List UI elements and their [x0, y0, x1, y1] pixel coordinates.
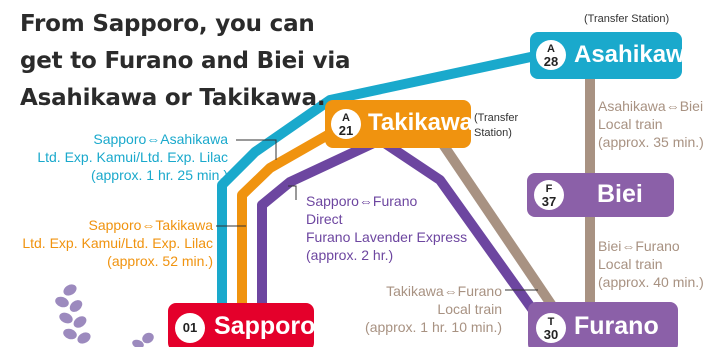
route-asahikawa-biei: Asahikawa⇔Biei Local train (approx. 35 m… — [598, 97, 704, 151]
lavender-decoration — [55, 284, 154, 347]
route-asahikawa-biei-title: Asahikawa⇔Biei — [598, 98, 704, 114]
route-biei-furano-time: (approx. 40 min.) — [598, 274, 704, 290]
biei-line-letter: F — [545, 183, 553, 195]
furano-station-name: Furano — [574, 312, 659, 340]
takikawa-station-box — [325, 100, 471, 148]
takikawa-line-letter: A — [342, 112, 350, 124]
biei-number: 37 — [541, 194, 557, 209]
route-sapporo-asahikawa-time: (approx. 1 hr. 25 min.) — [91, 167, 228, 183]
route-sapporo-asahikawa: Sapporo⇔Asahikawa Ltd. Exp. Kamui/Ltd. E… — [10, 130, 228, 184]
route-sapporo-takikawa-title: Sapporo⇔Takikawa — [88, 217, 213, 233]
route-asahikawa-biei-train: Local train — [598, 116, 663, 132]
takikawa-furano-line — [435, 137, 560, 313]
sapporo-takikawa-line — [237, 123, 343, 320]
route-sapporo-takikawa-trains: Ltd. Exp. Kamui/Ltd. Exp. Lilac — [22, 235, 213, 251]
takikawa-transfer-note-line1: (Transfer — [474, 112, 519, 124]
takikawa-transfer-note-line2: Station) — [474, 127, 512, 139]
sapporo-number: 01 — [182, 320, 198, 335]
asahikawa-line-letter: A — [547, 43, 555, 55]
asahikawa-station-box — [530, 32, 682, 79]
leader-line-furano-direct — [288, 185, 297, 200]
asahikawa-station-number-badge: A 28 — [536, 40, 566, 70]
leader-line-asahikawa — [236, 139, 277, 160]
route-biei-furano-train: Local train — [598, 256, 663, 272]
furano-line-letter: T — [547, 316, 555, 328]
route-sapporo-asahikawa-title: Sapporo⇔Asahikawa — [93, 131, 228, 147]
route-asahikawa-biei-time: (approx. 35 min.) — [598, 134, 704, 150]
biei-station-name: Biei — [597, 180, 643, 208]
route-takikawa-furano-title: Takikawa⇔Furano — [386, 283, 502, 299]
asahikawa-number: 28 — [543, 54, 559, 69]
route-sapporo-furano-time: (approx. 2 hr.) — [306, 247, 394, 263]
sapporo-furano-line — [257, 135, 545, 323]
route-sapporo-furano-title: Sapporo⇔Furano — [306, 193, 418, 209]
asahikawa-station-name: Asahikawa — [574, 41, 699, 68]
furano-station-number-badge: T 30 — [536, 313, 566, 343]
route-biei-furano: Biei⇔Furano Local train (approx. 40 min.… — [598, 237, 704, 291]
furano-number: 30 — [543, 327, 559, 342]
asahikawa-transfer-note: (Transfer Station) — [584, 13, 670, 25]
sapporo-station-box — [168, 303, 314, 347]
route-takikawa-furano: Takikawa⇔Furano Local train (approx. 1 h… — [330, 282, 502, 336]
furano-station-box — [528, 302, 678, 347]
biei-station-number-badge: F 37 — [534, 180, 564, 210]
route-takikawa-furano-time: (approx. 1 hr. 10 min.) — [365, 319, 502, 335]
route-sapporo-takikawa: Sapporo⇔Takikawa Ltd. Exp. Kamui/Ltd. Ex… — [5, 216, 213, 270]
route-sapporo-asahikawa-trains: Ltd. Exp. Kamui/Ltd. Exp. Lilac — [37, 149, 228, 165]
route-sapporo-furano: Sapporo⇔Furano Direct Furano Lavender Ex… — [306, 192, 467, 264]
route-sapporo-takikawa-time: (approx. 52 min.) — [107, 253, 213, 269]
takikawa-number: 21 — [338, 123, 354, 138]
route-sapporo-furano-type: Direct — [306, 211, 343, 227]
takikawa-station-name: Takikawa — [368, 109, 473, 136]
route-biei-furano-title: Biei⇔Furano — [598, 238, 680, 254]
headline: From Sapporo, you can get to Furano and … — [20, 11, 351, 111]
sapporo-station-name: Sapporo — [214, 312, 316, 340]
sapporo-asahikawa-line — [217, 50, 542, 320]
takikawa-station-number-badge: A 21 — [331, 109, 361, 139]
biei-station-box — [527, 173, 674, 217]
route-takikawa-furano-train: Local train — [437, 301, 502, 317]
route-sapporo-furano-train: Furano Lavender Express — [306, 229, 468, 245]
sapporo-station-number-badge: 01 — [175, 313, 205, 343]
